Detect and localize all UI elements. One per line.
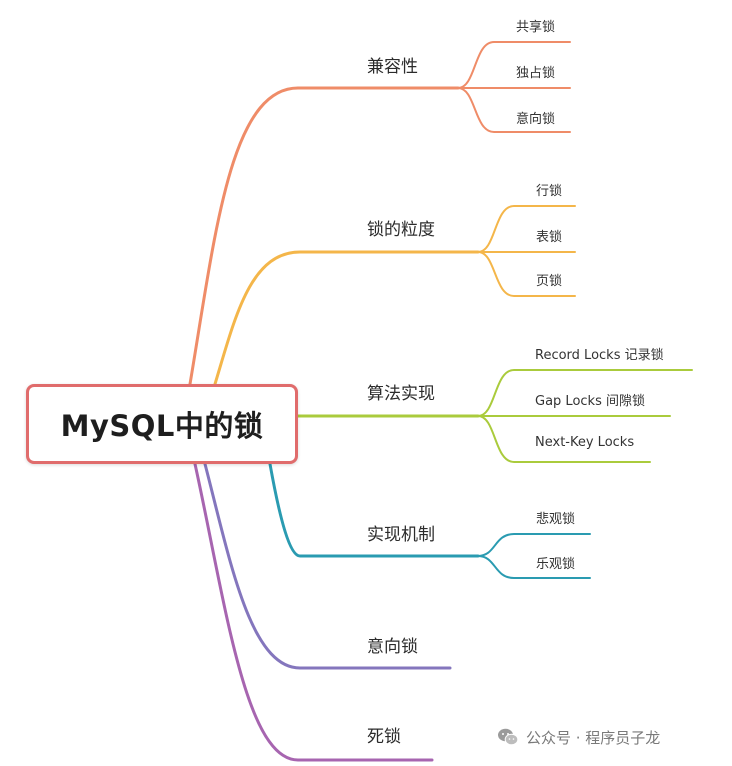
leaf-label-granularity-0[interactable]: 行锁 bbox=[536, 184, 563, 199]
branch-label-intent[interactable]: 意向锁 bbox=[367, 637, 418, 657]
root-label: MySQL中的锁 bbox=[60, 409, 264, 443]
leaf-label-granularity-1[interactable]: 表锁 bbox=[536, 230, 563, 245]
watermark: 公众号 · 程序员子龙 bbox=[496, 724, 660, 750]
leaf-line-granularity-0 bbox=[477, 205, 576, 253]
leaf-line-algorithm-0 bbox=[477, 369, 693, 417]
leaf-label-algorithm-2[interactable]: Next-Key Locks bbox=[535, 435, 635, 450]
leaf-label-compat-0[interactable]: 共享锁 bbox=[516, 20, 556, 35]
leaf-label-algorithm-1[interactable]: Gap Locks 间隙锁 bbox=[535, 394, 645, 409]
leaf-label-compat-1[interactable]: 独占锁 bbox=[516, 66, 556, 81]
branch-line-granularity bbox=[213, 250, 480, 386]
branch-algorithm bbox=[296, 369, 693, 463]
leaf-label-compat-2[interactable]: 意向锁 bbox=[516, 112, 556, 127]
branch-line-mechanism bbox=[268, 462, 480, 558]
branch-intent bbox=[203, 462, 452, 670]
branch-granularity bbox=[213, 205, 576, 386]
branch-mechanism bbox=[268, 462, 591, 579]
branch-line-intent bbox=[203, 462, 452, 670]
branch-label-mechanism[interactable]: 实现机制 bbox=[367, 525, 435, 545]
wechat-icon bbox=[498, 728, 519, 746]
branch-label-compat[interactable]: 兼容性 bbox=[367, 57, 418, 77]
leaf-label-mechanism-1[interactable]: 乐观锁 bbox=[536, 557, 576, 572]
leaf-line-granularity-2 bbox=[477, 251, 576, 297]
watermark-text: 公众号 · 程序员子龙 bbox=[526, 728, 661, 747]
leaf-line-mechanism-1 bbox=[477, 555, 591, 579]
branch-line-deadlock bbox=[193, 462, 434, 762]
leaf-label-mechanism-0[interactable]: 悲观锁 bbox=[536, 512, 576, 527]
leaf-line-compat-0 bbox=[457, 41, 571, 89]
leaf-label-algorithm-0[interactable]: Record Locks 记录锁 bbox=[535, 348, 664, 363]
branch-label-granularity[interactable]: 锁的粒度 bbox=[367, 220, 435, 240]
branch-compat bbox=[188, 41, 571, 386]
root-node[interactable]: MySQL中的锁 bbox=[26, 384, 298, 464]
branch-label-deadlock[interactable]: 死锁 bbox=[367, 727, 401, 747]
leaf-label-granularity-2[interactable]: 页锁 bbox=[536, 274, 563, 289]
leaf-line-mechanism-0 bbox=[477, 533, 591, 557]
branch-label-algorithm[interactable]: 算法实现 bbox=[367, 384, 435, 404]
leaf-line-compat-2 bbox=[457, 87, 571, 133]
branch-line-compat bbox=[188, 86, 460, 386]
leaf-line-algorithm-2 bbox=[477, 415, 651, 463]
branch-deadlock bbox=[193, 462, 434, 762]
